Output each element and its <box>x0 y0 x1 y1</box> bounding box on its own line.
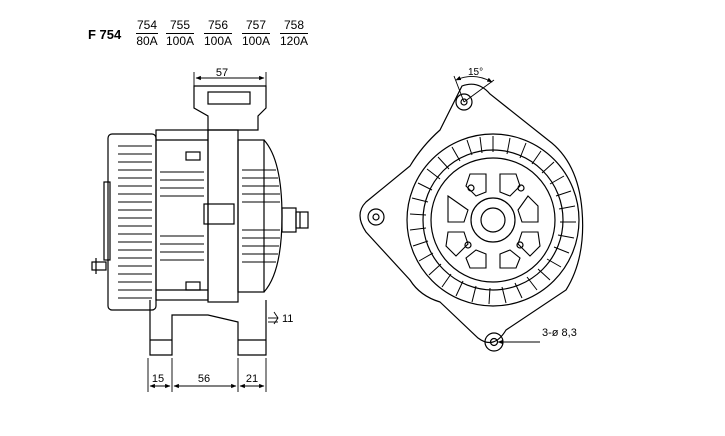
variant-number: 754 <box>136 18 159 34</box>
shaft <box>281 207 309 233</box>
variant-amperage: 120A <box>280 34 309 48</box>
side-view <box>91 85 309 356</box>
angle-label: 15° <box>468 67 483 78</box>
lug-hole-left <box>367 208 385 226</box>
dim-bottom-mid-label: 56 <box>198 373 210 385</box>
variant-number: 757 <box>242 18 271 34</box>
inner-windows <box>445 173 541 269</box>
stator-body <box>203 129 283 303</box>
radial-vents <box>409 136 576 305</box>
variant-754: 754 80A <box>136 18 159 49</box>
variant-amperage: 100A <box>242 34 271 48</box>
dim-top-label: 57 <box>216 67 228 79</box>
housing-outer-ring <box>406 133 580 307</box>
variant-755: 755 100A <box>166 18 195 49</box>
lug-hole-top <box>455 93 473 111</box>
variant-number: 756 <box>204 18 233 34</box>
variant-757: 757 100A <box>242 18 271 49</box>
rear-cover <box>91 133 157 311</box>
variant-amperage: 100A <box>166 34 195 48</box>
dim-right-label: 11 <box>282 313 293 325</box>
hole-spec-label: 3-ø 8,3 <box>542 327 577 339</box>
dim-bottom-left-label: 15 <box>152 373 164 385</box>
front-bracket-outline <box>359 83 584 344</box>
model-label: F 754 <box>88 27 122 42</box>
front-view <box>359 83 584 352</box>
variant-amperage: 80A <box>136 34 158 48</box>
hub-outer <box>470 197 516 243</box>
bottom-mounting-feet <box>149 300 267 356</box>
rear-housing <box>155 129 209 301</box>
variant-number: 755 <box>166 18 195 34</box>
variant-758: 758 120A <box>280 18 309 49</box>
variant-number: 758 <box>280 18 309 34</box>
front-view-annotations <box>453 75 540 345</box>
variant-756: 756 100A <box>204 18 233 49</box>
variant-amperage: 100A <box>204 34 233 48</box>
hub-inner <box>480 207 506 233</box>
side-view-dimensions <box>147 72 279 392</box>
top-mounting-lug <box>193 85 267 131</box>
dim-bottom-right-label: 21 <box>246 373 258 385</box>
